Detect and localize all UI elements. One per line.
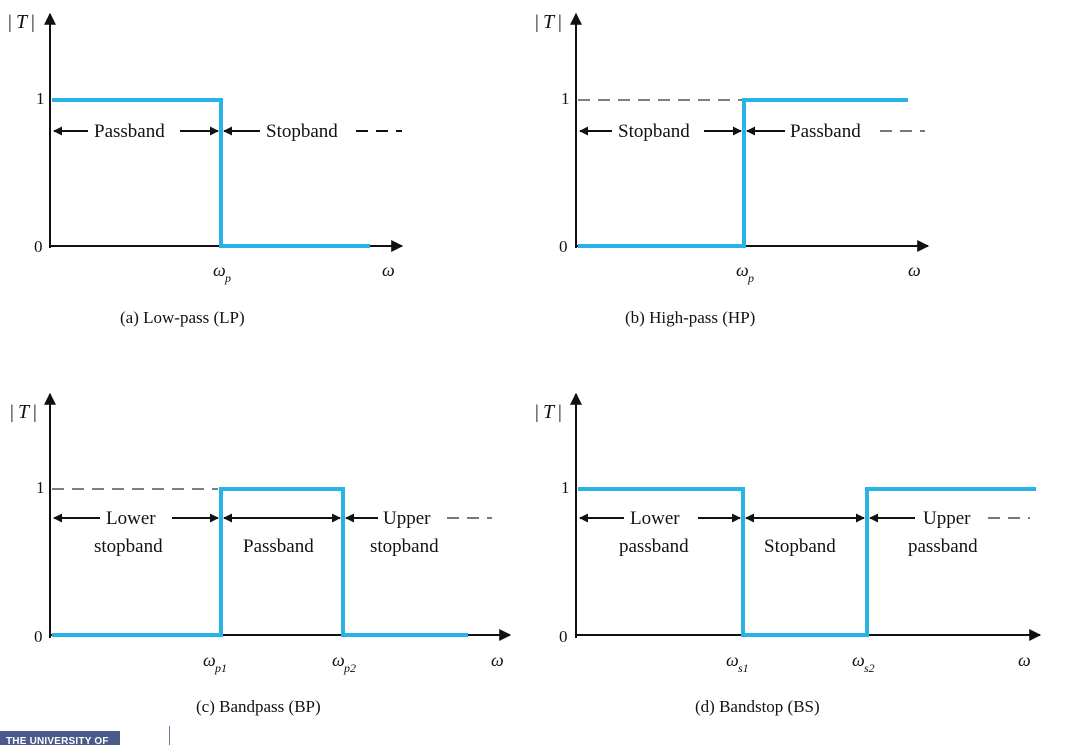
tick-label-1: 1 xyxy=(561,89,570,108)
edge2-omega-sub: s2 xyxy=(864,661,875,675)
panel-highpass: | T | 1 0 Stopband Passband ω p ω (b) Hi… xyxy=(535,11,930,327)
response-curve xyxy=(52,98,370,248)
stopband-label: Stopband xyxy=(266,121,338,142)
upper-band-label-2: passband xyxy=(908,536,978,557)
y-axis-bar-left: | xyxy=(10,402,14,423)
x-axis-label: ω xyxy=(908,260,921,280)
response-curve xyxy=(52,487,468,637)
y-axis-bar-right: | xyxy=(31,12,35,33)
tick-label-0: 0 xyxy=(34,237,43,256)
passband-label: Passband xyxy=(94,121,165,142)
edge-omega-label: ω xyxy=(736,260,749,280)
lower-band-label-2: passband xyxy=(619,536,689,557)
response-curve xyxy=(578,487,1036,637)
x-axis-label: ω xyxy=(1018,650,1031,670)
edge1-omega-sub: p1 xyxy=(214,661,227,675)
university-logo-banner: THE UNIVERSITY OF xyxy=(0,731,120,745)
university-logo-text: THE UNIVERSITY OF xyxy=(6,736,109,745)
lower-band-label-1: Lower xyxy=(630,508,680,529)
edge2-omega-label: ω xyxy=(852,650,865,670)
y-axis-label: T xyxy=(543,11,556,33)
edge2-omega-label: ω xyxy=(332,650,345,670)
response-curve xyxy=(578,98,908,248)
stopband-label: Stopband xyxy=(764,536,836,557)
panel-bandpass: | T | 1 0 Lower stopband Passband Upper … xyxy=(10,392,512,716)
caption: (b) High-pass (HP) xyxy=(625,308,755,327)
y-axis-bar-right: | xyxy=(558,402,562,423)
tick-label-0: 0 xyxy=(559,627,568,646)
footer-divider xyxy=(169,726,170,745)
tick-label-1: 1 xyxy=(561,478,570,497)
passband-label: Passband xyxy=(243,536,314,557)
tick-label-0: 0 xyxy=(559,237,568,256)
edge1-omega-label: ω xyxy=(203,650,216,670)
upper-band-label-1: Upper xyxy=(383,508,431,529)
edge-omega-label: ω xyxy=(213,260,226,280)
edge-omega-sub: p xyxy=(747,271,754,285)
caption: (a) Low-pass (LP) xyxy=(120,308,245,327)
lower-band-label-1: Lower xyxy=(106,508,156,529)
panel-lowpass: | T | 1 0 Passband Stopband ω p ω (a) Lo… xyxy=(8,11,404,327)
tick-label-1: 1 xyxy=(36,478,45,497)
edge-omega-sub: p xyxy=(224,271,231,285)
y-axis-bar-left: | xyxy=(8,12,12,33)
y-axis-label: T xyxy=(16,11,29,33)
y-axis-bar-left: | xyxy=(535,402,539,423)
upper-band-label-1: Upper xyxy=(923,508,971,529)
y-axis-label: T xyxy=(18,401,31,423)
upper-band-label-2: stopband xyxy=(370,536,439,557)
y-axis-bar-right: | xyxy=(33,402,37,423)
lower-band-label-2: stopband xyxy=(94,536,163,557)
y-axis-bar-right: | xyxy=(558,12,562,33)
tick-label-1: 1 xyxy=(36,89,45,108)
passband-label: Passband xyxy=(790,121,861,142)
edge1-omega-label: ω xyxy=(726,650,739,670)
edge2-omega-sub: p2 xyxy=(343,661,356,675)
panel-bandstop: | T | 1 0 Lower passband Stopband Upper … xyxy=(535,392,1042,716)
x-axis-label: ω xyxy=(382,260,395,280)
y-axis-bar-left: | xyxy=(535,12,539,33)
caption: (c) Bandpass (BP) xyxy=(196,697,321,716)
y-axis-label: T xyxy=(543,401,556,423)
stopband-label: Stopband xyxy=(618,121,690,142)
tick-label-0: 0 xyxy=(34,627,43,646)
caption: (d) Bandstop (BS) xyxy=(695,697,820,716)
x-axis-label: ω xyxy=(491,650,504,670)
edge1-omega-sub: s1 xyxy=(738,661,749,675)
